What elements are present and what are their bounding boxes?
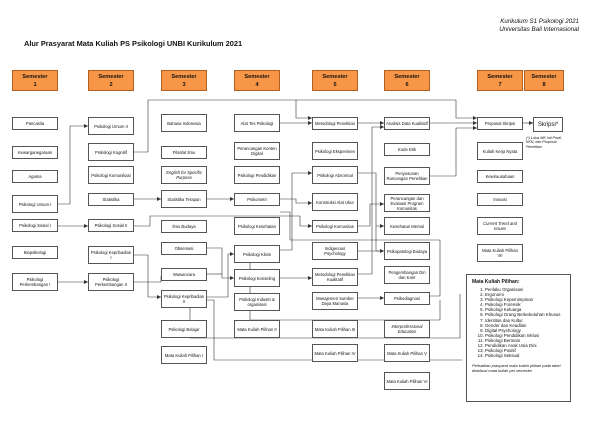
elective-item: Psikologi Positif bbox=[485, 348, 565, 353]
course-pancasila: Pancasila bbox=[12, 117, 58, 130]
skripsi-prerequisite-note: (*) Lulus MK Inti Prodi, KKN, dan Propos… bbox=[526, 136, 562, 149]
elective-item: Identitas dan Kultur bbox=[485, 318, 565, 323]
curriculum-label: Kurikulum S1 Psikologi 2021 Universitas … bbox=[499, 18, 579, 34]
course-mk-pilihan-3: Mata Kuliah Pilihan III bbox=[312, 320, 358, 338]
course-penyusunan-rancangan-penelitian: Penyusunan Rancangan Penelitian bbox=[384, 167, 430, 185]
course-alat-tes-psikologi: Alat Tes Psikologi bbox=[234, 114, 280, 132]
course-agama: Agama bbox=[12, 170, 58, 183]
curriculum-name: Kurikulum S1 Psikologi 2021 bbox=[500, 18, 579, 25]
course-analisis-data-kualitatif: Analisis Data Kualitatif bbox=[384, 117, 430, 130]
course-proposal-skripsi: Proposal Skripsi bbox=[477, 117, 523, 130]
course-psikologi-industri-organisasi: Psikologi Industri & organisasi bbox=[234, 293, 280, 311]
course-mk-pilihan-7: Mata Kuliah Pilihan VII bbox=[477, 244, 523, 262]
course-psikometri: Psikometri bbox=[234, 193, 280, 206]
course-psikologi-umum-2: Psikologi Umum II bbox=[88, 117, 134, 135]
course-psikologi-kepribadian-2: Psikologi Kepribadian II bbox=[161, 290, 207, 308]
course-kewarganegaraan: Kewarganegaraan bbox=[12, 146, 58, 159]
course-interprofessional-education: Interprofessional Education bbox=[384, 320, 430, 338]
course-statistika-terapan: Statistika Terapan bbox=[161, 190, 207, 208]
university-name: Universitas Bali Internasional bbox=[499, 26, 579, 33]
course-psikologi-konseling: Psikologi Konseling bbox=[234, 269, 280, 287]
course-filsafat-ilmu: Filsafat Ilmu bbox=[161, 146, 207, 159]
course-psikologi-umum-1: Psikologi Umum I bbox=[12, 195, 58, 213]
elective-item: Psikologi Pendidikan Inklusi bbox=[485, 333, 565, 338]
course-pengembangan-diri-karir: Pengembangan Diri dan Karir bbox=[384, 266, 430, 284]
course-mk-pilihan-5: Mata Kuliah Pilihan V bbox=[384, 344, 430, 362]
elective-item: Psikologi Seksual bbox=[485, 353, 565, 358]
course-observasi: Observasi bbox=[161, 242, 207, 255]
course-ilmu-budaya: Ilmu Budaya bbox=[161, 220, 207, 233]
course-psikologi-kognitif: Psikologi Kognitif bbox=[88, 143, 134, 161]
course-mk-pilihan-1: Mata Kuliah Pilihan I bbox=[161, 346, 207, 364]
course-psikologi-belajar: Psikologi Belajar bbox=[161, 320, 207, 338]
course-english-specific-purpose: English for Specific Purpose bbox=[161, 166, 207, 184]
course-psikologi-abnormal: Psikologi Abnormal bbox=[312, 166, 358, 184]
electives-list: Perilaku Organisasi Ergonomi Psikologi K… bbox=[472, 287, 565, 358]
elective-item: Psikologi Forensik bbox=[485, 302, 565, 307]
course-metodologi-penelitian: Metodologi Penelitian bbox=[312, 117, 358, 130]
course-inovasi: Inovasi bbox=[477, 193, 523, 206]
course-psikologi-komunitas: Psikologi Komunitas bbox=[312, 220, 358, 233]
course-mk-pilihan-6: Mata Kuliah Pilihan VI bbox=[384, 372, 430, 390]
course-psikologi-kepribadian-1: Psikologi Kepribadian I bbox=[88, 246, 134, 264]
course-psikologi-komunikasi: Psikologi Komunikasi bbox=[88, 166, 134, 184]
course-psikologi-klinis: Psikologi Klinis bbox=[234, 245, 280, 263]
diagram-title: Alur Prasyarat Mata Kuliah PS Psikologi … bbox=[24, 39, 243, 48]
course-mk-pilihan-4: Mata Kuliah Pilihan IV bbox=[312, 344, 358, 362]
elective-item: Gender dan Keadilan bbox=[485, 323, 565, 328]
course-skripsi: Skripsi* bbox=[533, 117, 563, 132]
elective-item: Perilaku Organisasi bbox=[485, 287, 565, 292]
elective-item: Ergonomi bbox=[485, 292, 565, 297]
course-bahasa-indonesia: Bahasa Indonesia bbox=[161, 114, 207, 132]
course-psikologi-kesehatan: Psikologi Kesehatan bbox=[234, 217, 280, 235]
course-kesehatan-mental: Kesehatan Mental bbox=[384, 217, 430, 235]
course-metodologi-penelitian-kualitatif: Metodologi Penelitian Kualitatif bbox=[312, 268, 358, 286]
electives-panel: Mata Kuliah Pilihan: Perilaku Organisasi… bbox=[466, 274, 571, 402]
course-perancangan-konten-digital: Perancangan Konten Digital bbox=[234, 142, 280, 160]
course-psikologi-perkembangan-2: Psikologi Perkembangan II bbox=[88, 273, 134, 291]
elective-item: Psikologi Kepemimpinan bbox=[485, 297, 565, 302]
elective-item: Psikologi Bermain bbox=[485, 338, 565, 343]
course-manajemen-sdm: Manajemen Sumber Daya Manusia bbox=[312, 292, 358, 310]
course-psikologi-eksperimen: Psikologi Eksperimen bbox=[312, 142, 358, 160]
course-statistika: Statistika bbox=[88, 193, 134, 206]
course-current-trend-issues: Current Trend and Issues bbox=[477, 217, 523, 235]
course-kuliah-kerja-nyata: Kuliah Kerja Nyata bbox=[477, 142, 523, 160]
elective-item: Digital Psychology bbox=[485, 328, 565, 333]
course-konstruksi-alat-ukur: Konstruksi Alat Ukur bbox=[312, 193, 358, 211]
course-psikologi-sosial-1: Psikologi Sosial I bbox=[12, 219, 58, 232]
course-wawancara: Wawancara bbox=[161, 268, 207, 281]
course-psikologi-sosial-2: Psikologi Sosial II bbox=[88, 219, 134, 232]
electives-heading: Mata Kuliah Pilihan: bbox=[472, 279, 520, 285]
course-biopsikologi: Biopsikologi bbox=[12, 246, 58, 259]
course-psikologi-perkembangan-1: Psikologi Perkembangan I bbox=[12, 273, 58, 291]
course-psikopatologi-budaya: Psikopatologi Budaya bbox=[384, 242, 430, 260]
course-kode-etik: Kode Etik bbox=[384, 143, 430, 156]
course-perancangan-evaluasi-program-komunitas: Perancangan dan Evaluasi Program Komunit… bbox=[384, 194, 430, 212]
electives-footnote: Perhatikan prasyarat mata kuliah pilihan… bbox=[472, 363, 561, 373]
elective-item: Psikologi Keluarga bbox=[485, 307, 565, 312]
elective-item: Psikologi Orang Berkebutuhan Khusus bbox=[485, 312, 565, 317]
course-psikodiagnosi: Psikodiagnosi bbox=[384, 292, 430, 305]
elective-item: Pendidikan Anak Usia Dini bbox=[485, 343, 565, 348]
course-mk-pilihan-2: Mata Kuliah Pilihan II bbox=[234, 320, 280, 338]
course-kewirausahaan: Kewirausahaan bbox=[477, 170, 523, 183]
course-psikologi-pendidikan: Psikologi Pendidikan bbox=[234, 166, 280, 184]
course-indigenous-psychology: Indigenous Psychology bbox=[312, 242, 358, 260]
